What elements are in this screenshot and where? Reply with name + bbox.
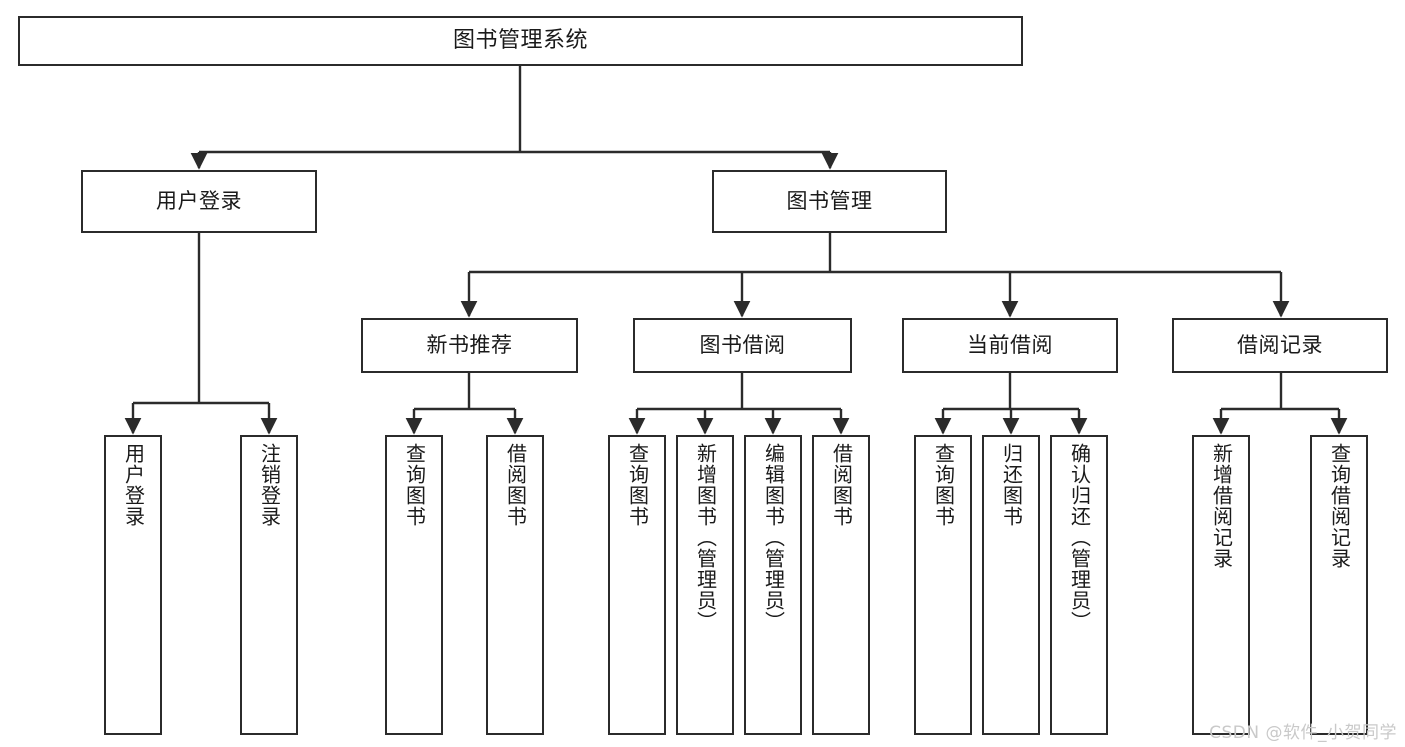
leaf-add-borrow-record[interactable]: 新增借阅记录 [1192, 435, 1250, 735]
node-label: 查询图书 [402, 443, 427, 527]
node-label: 新书推荐 [426, 333, 513, 358]
node-label: 用户登录 [156, 189, 242, 214]
leaf-query-book-recommend[interactable]: 查询图书 [385, 435, 443, 735]
leaf-add-book-admin[interactable]: 新增图书（管理员） [676, 435, 734, 735]
node-label: 用户登录 [121, 443, 146, 527]
leaf-confirm-return-admin[interactable]: 确认归还（管理员） [1050, 435, 1108, 735]
node-current-borrow[interactable]: 当前借阅 [902, 318, 1118, 373]
node-new-book-recommend[interactable]: 新书推荐 [361, 318, 578, 373]
node-label: 编辑图书（管理员） [761, 443, 786, 632]
leaf-query-borrow-record[interactable]: 查询借阅记录 [1310, 435, 1368, 735]
leaf-query-book-borrow[interactable]: 查询图书 [608, 435, 666, 735]
node-label: 归还图书 [999, 443, 1024, 527]
node-label: 确认归还（管理员） [1067, 443, 1092, 632]
leaf-borrow-book-recommend[interactable]: 借阅图书 [486, 435, 544, 735]
node-root-system[interactable]: 图书管理系统 [18, 16, 1023, 66]
node-label: 当前借阅 [967, 333, 1053, 358]
node-label: 借阅图书 [503, 443, 528, 527]
node-label: 查询借阅记录 [1327, 443, 1352, 569]
node-label: 图书管理 [786, 189, 873, 214]
node-label: 新增图书（管理员） [693, 443, 718, 632]
node-book-management[interactable]: 图书管理 [712, 170, 947, 233]
node-label: 新增借阅记录 [1209, 443, 1234, 569]
leaf-logout[interactable]: 注销登录 [240, 435, 298, 735]
leaf-return-book[interactable]: 归还图书 [982, 435, 1040, 735]
node-user-login[interactable]: 用户登录 [81, 170, 317, 233]
leaf-edit-book-admin[interactable]: 编辑图书（管理员） [744, 435, 802, 735]
node-label: 查询图书 [931, 443, 956, 527]
node-label: 查询图书 [625, 443, 650, 527]
node-label: 借阅图书 [829, 443, 854, 527]
node-borrow-record[interactable]: 借阅记录 [1172, 318, 1388, 373]
node-label: 图书借阅 [699, 333, 786, 358]
leaf-user-login[interactable]: 用户登录 [104, 435, 162, 735]
node-label: 图书管理系统 [452, 28, 588, 54]
leaf-borrow-book[interactable]: 借阅图书 [812, 435, 870, 735]
node-label: 借阅记录 [1237, 333, 1323, 358]
node-label: 注销登录 [257, 443, 282, 527]
node-book-borrow[interactable]: 图书借阅 [633, 318, 852, 373]
leaf-query-book-current[interactable]: 查询图书 [914, 435, 972, 735]
